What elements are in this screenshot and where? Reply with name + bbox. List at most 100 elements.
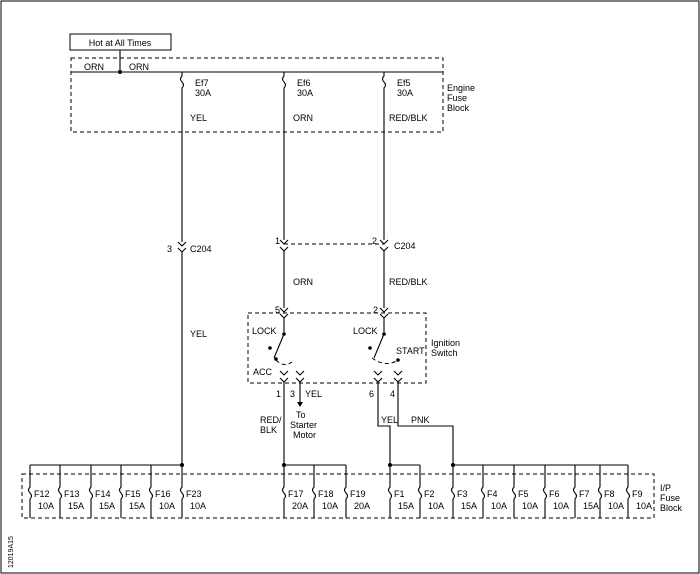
fuse-symbol-icon [281, 465, 287, 518]
ip-fuse-name: F5 [518, 489, 529, 499]
wire-redblk-label-2: BLK [260, 425, 277, 435]
fuse-ef7-rating: 30A [195, 88, 211, 98]
fuse-ef7-wire: YEL [190, 113, 207, 123]
ip-fuse-name: F7 [579, 489, 590, 499]
fuse-symbol-icon [572, 465, 578, 518]
fuse-ef5-wire: RED/BLK [389, 113, 428, 123]
ignition-pin-3: 3 [290, 389, 295, 399]
ignition-switch: Ignition Switch 5 2 LOCK ACC LOCK START [247, 305, 460, 399]
fuse-ef6-wire: ORN [293, 113, 313, 123]
c204-pin-1: 1 [275, 236, 280, 246]
fuse-symbol-icon [57, 465, 63, 518]
connector-c204: 3 C204 1 2 C204 [167, 236, 416, 465]
engine-block-title-2: Fuse [447, 93, 467, 103]
ip-fuse-rating: 20A [292, 501, 308, 511]
ignition-start: START [396, 346, 425, 356]
fuse-symbol-icon [480, 465, 486, 518]
fuse-ef6-name: Ef6 [297, 78, 311, 88]
ignition-title-2: Switch [431, 348, 458, 358]
fuse-symbol-icon [179, 465, 185, 518]
c204-pin-3: 3 [167, 244, 172, 254]
ip-fuse-rating: 10A [159, 501, 175, 511]
ip-fuse-rating: 10A [636, 501, 652, 511]
ip-fuse-rating: 15A [398, 501, 414, 511]
ip-fuse-rating: 15A [129, 501, 145, 511]
ip-fuse-rating: 15A [583, 501, 599, 511]
ip-fuse-rating: 10A [553, 501, 569, 511]
figure-id: 12019A15 [8, 536, 15, 568]
ip-fuse-list: F1210AF1315AF1415AF1515AF1610AF2310AF172… [27, 465, 652, 518]
ip-fuse-name: F13 [64, 489, 80, 499]
ip-block-title-2: Fuse [660, 493, 680, 503]
ignition-pin-5: 5 [275, 305, 280, 315]
ip-fuse-name: F17 [288, 489, 304, 499]
ip-fuse-name: F6 [549, 489, 560, 499]
ignition-pin-4: 4 [390, 389, 395, 399]
starter-text-3: Motor [293, 430, 316, 440]
ip-fuse-rating: 10A [38, 501, 54, 511]
starter-wire-yel: YEL [305, 389, 322, 399]
starter-text-1: To [296, 410, 306, 420]
ignition-pin-6: 6 [369, 389, 374, 399]
hot-at-all-times-box: Hot at All Times [69, 33, 172, 74]
ip-fuse-name: F19 [350, 489, 366, 499]
fuse-ef6: Ef6 30A ORN [281, 72, 313, 123]
fuse-ef5-name: Ef5 [397, 78, 411, 88]
ip-fuse-name: F14 [95, 489, 111, 499]
ip-fuse-name: F18 [318, 489, 334, 499]
ip-fuse-name: F9 [632, 489, 643, 499]
ip-fuse-rating: 15A [68, 501, 84, 511]
fuse-symbol-icon [311, 465, 317, 518]
fuse-symbol-icon [511, 465, 517, 518]
hot-label: Hot at All Times [89, 38, 152, 48]
fuse-ef5-rating: 30A [397, 88, 413, 98]
fuse-symbol-icon [148, 465, 154, 518]
ip-fuse-name: F3 [457, 489, 468, 499]
engine-fuse-block: ORN ORN Engine Fuse Block [70, 57, 475, 133]
bus-wire-right-label: ORN [129, 62, 149, 72]
ignition-lock-left: LOCK [252, 326, 277, 336]
engine-block-title-1: Engine [447, 83, 475, 93]
ip-fuse-name: F2 [424, 489, 435, 499]
fuse-symbol-icon [343, 465, 349, 518]
ip-fuse-rating: 10A [428, 501, 444, 511]
ip-fuse-rating: 20A [354, 501, 370, 511]
ignition-acc: ACC [253, 367, 273, 377]
ip-fuse-name: F1 [394, 489, 405, 499]
c204-label-left: C204 [190, 244, 212, 254]
ignition-title-1: Ignition [431, 338, 460, 348]
fuse-symbol-icon [542, 465, 548, 518]
fuse-symbol-icon [88, 465, 94, 518]
fuse-symbol-icon [118, 465, 124, 518]
ip-block-title-1: I/P [660, 483, 671, 493]
fuse-symbol-icon [625, 465, 631, 518]
wire-pnk-out [397, 382, 454, 465]
wire-yel-out [377, 382, 391, 465]
wire-redblk-label-1: RED/ [260, 415, 282, 425]
ignition-pin-1: 1 [276, 389, 281, 399]
wire-pnk-out-label: PNK [411, 415, 430, 425]
wire-orn-mid-label: ORN [293, 277, 313, 287]
c204-label-right: C204 [394, 241, 416, 251]
ignition-lock-right: LOCK [353, 326, 378, 336]
fuse-symbol-icon [417, 465, 423, 518]
fuse-symbol-icon [597, 465, 603, 518]
wire-yel-mid-label: YEL [190, 329, 207, 339]
fuse-ef7-name: Ef7 [195, 78, 209, 88]
starter-text-2: Starter [290, 420, 317, 430]
fuse-symbol-icon [387, 465, 393, 518]
